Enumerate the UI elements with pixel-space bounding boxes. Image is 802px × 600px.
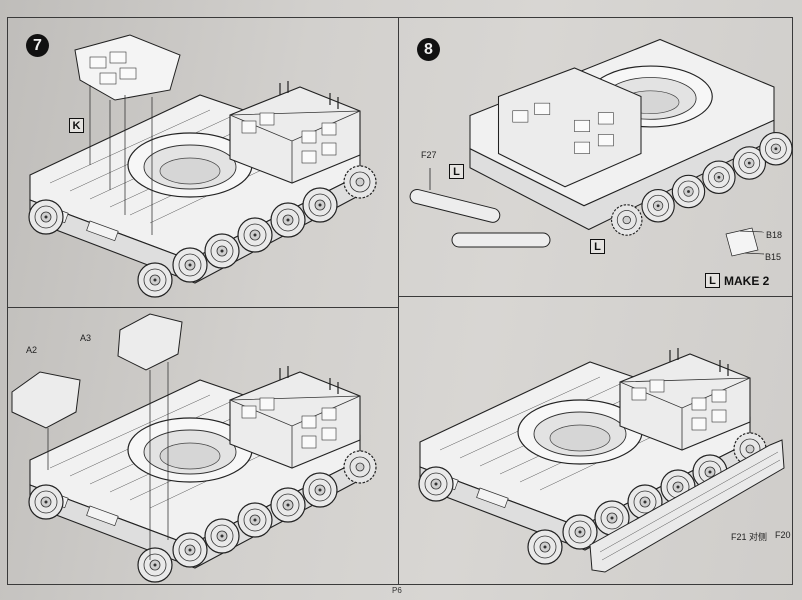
step-number: 7 (33, 36, 42, 54)
part-code-a2: A2 (26, 345, 38, 355)
step-number: 8 (424, 40, 433, 58)
panel-divider (7, 307, 399, 308)
part-code-f27: F27 (421, 150, 437, 160)
step-number-badge: 8 (417, 38, 440, 61)
panel-divider (398, 296, 399, 585)
page-frame (7, 17, 793, 585)
page-number: P6 (392, 586, 402, 595)
panel-divider (398, 296, 793, 297)
step-number-badge: 7 (26, 34, 49, 57)
part-label-l: L (449, 164, 464, 179)
part-code-b18: B18 (766, 230, 783, 240)
make-quantity-note: L MAKE 2 (705, 273, 769, 288)
part-code-f21: F21 对侧 (731, 532, 768, 542)
part-label-k: K (69, 118, 84, 133)
part-code-f20: F20 (775, 530, 791, 540)
part-label-l: L (590, 239, 605, 254)
part-code-a3: A3 (80, 333, 92, 343)
part-code-b15: B15 (765, 252, 782, 262)
make-quantity-text: MAKE 2 (724, 273, 770, 288)
panel-divider (398, 17, 399, 308)
make-part-label: L (705, 273, 720, 288)
